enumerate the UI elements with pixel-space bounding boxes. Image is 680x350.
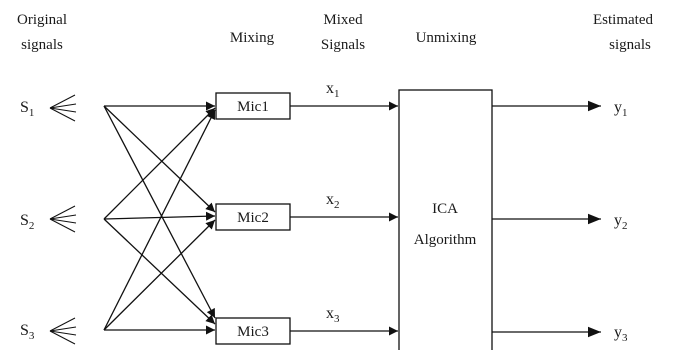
mic-box-3: Mic3 [215, 317, 291, 345]
header-estimated-line1: Estimated [593, 12, 653, 28]
source-emitter-icon-3 [49, 317, 77, 345]
output-label-3: y3 [614, 324, 628, 344]
header-unmixing: Unmixing [416, 30, 477, 46]
output-label-2: y2 [614, 212, 628, 232]
header-mixing: Mixing [230, 30, 275, 46]
path-s1-mic3 [103, 105, 216, 319]
mic-label-2: Mic2 [237, 210, 269, 226]
source-emitter-icon-2 [49, 205, 77, 233]
ica-label-line2: Algorithm [414, 232, 477, 248]
source-label-1: S1 [20, 99, 34, 119]
mic-box-1: Mic1 [215, 92, 291, 120]
path-s2-mic2 [103, 211, 216, 221]
path-s1-mic2 [103, 105, 216, 213]
header-original-line1: Original [17, 12, 67, 28]
mixed-label-2: x2 [326, 191, 340, 211]
path-s3-mic2 [103, 219, 216, 331]
header-estimated-line2: signals [609, 37, 651, 53]
path-s2-mic3 [103, 218, 216, 325]
path-s3-mic1 [103, 109, 216, 331]
source-label-3: S3 [20, 322, 35, 342]
mic-box-2: Mic2 [215, 203, 291, 231]
ica-label-line1: ICA [432, 201, 458, 217]
header-mixed-line1: Mixed [323, 12, 363, 28]
mic-label-1: Mic1 [237, 99, 269, 115]
mixing-paths [103, 101, 216, 335]
ica-algorithm-box: ICA Algorithm [398, 89, 493, 350]
mixed-label-1: x1 [326, 80, 340, 100]
header-original-line2: signals [21, 37, 63, 53]
mixed-label-3: x3 [326, 305, 340, 325]
output-label-1: y1 [614, 99, 628, 119]
header-mixed-line2: Signals [321, 37, 365, 53]
path-s2-mic1 [103, 107, 216, 220]
source-label-2: S2 [20, 212, 34, 232]
mic-label-3: Mic3 [237, 324, 269, 340]
source-emitter-icon-1 [49, 94, 77, 122]
